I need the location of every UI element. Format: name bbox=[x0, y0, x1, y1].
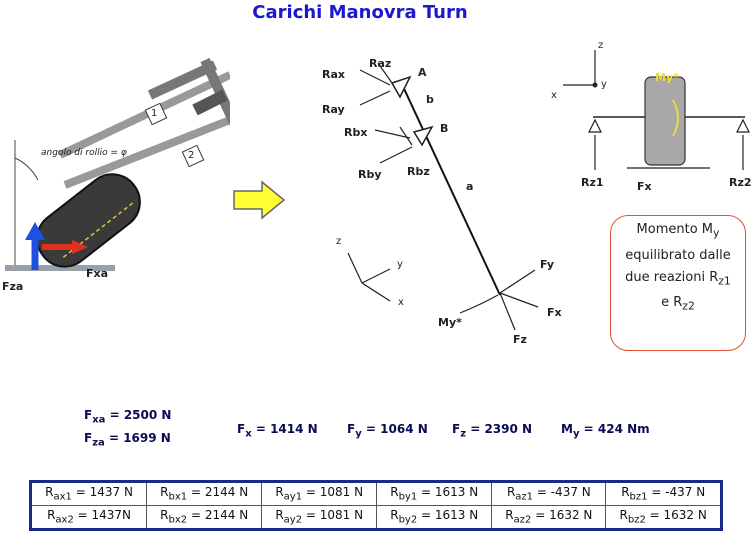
table-cell: Rbx1 = 2144 N bbox=[146, 481, 263, 506]
arm-2-label: 2 bbox=[188, 150, 195, 161]
support-2 bbox=[736, 118, 750, 133]
my-arrow bbox=[459, 294, 499, 314]
table-cell: Ray2 = 1081 N bbox=[261, 505, 378, 530]
fy-arrow bbox=[499, 269, 536, 294]
point-b-label: B bbox=[440, 122, 449, 135]
roll-angle-label: angolo di rollio = φ bbox=[41, 148, 127, 158]
roll-angle-arc bbox=[14, 157, 39, 181]
point-a-label: A bbox=[418, 66, 427, 79]
beam-reaction-diagram bbox=[563, 50, 750, 170]
tyre bbox=[36, 173, 141, 268]
table-cell: Ray1 = 1081 N bbox=[261, 481, 378, 506]
ray-arrow bbox=[359, 90, 391, 106]
fza-label: Fza bbox=[2, 280, 24, 293]
fxa-label: Fxa bbox=[86, 267, 109, 280]
raz-arrow bbox=[377, 62, 393, 84]
rby-arrow bbox=[379, 146, 413, 164]
moment-line-4: e Rz2 bbox=[661, 295, 695, 313]
upright-member bbox=[399, 79, 501, 296]
mid-x-axis-label: x bbox=[398, 297, 404, 308]
moment-explanation-box: Momento My equilibrato dalle due reazion… bbox=[610, 215, 746, 351]
table-cell: Raz2 = 1632 N bbox=[491, 505, 607, 530]
right-fx-label: Fx bbox=[637, 180, 652, 193]
my-label: My* bbox=[438, 316, 462, 329]
reactions-table: Rax1 = 1437 N Rbx1 = 2144 N Ray1 = 1081 … bbox=[29, 480, 723, 531]
joint-a-symbol bbox=[390, 75, 412, 99]
arm-1-label: 1 bbox=[151, 108, 158, 119]
table-cell: Rbz2 = 1632 N bbox=[605, 505, 722, 530]
rbx-label: Rbx bbox=[344, 126, 368, 139]
table-row: Rax1 = 1437 N Rbx1 = 2144 N Ray1 = 1081 … bbox=[29, 481, 722, 506]
right-my-label: My* bbox=[655, 71, 679, 84]
table-cell: Rax1 = 1437 N bbox=[29, 481, 148, 506]
result-fxa: Fxa = 2500 N bbox=[84, 408, 172, 426]
rbz-arrow bbox=[399, 126, 413, 146]
page-title: Carichi Manovra Turn bbox=[252, 2, 468, 23]
right-y-axis-label: y bbox=[601, 79, 607, 90]
mid-y-axis-label: y bbox=[397, 259, 403, 270]
arm-1-box bbox=[144, 102, 168, 126]
right-x-axis-label: x bbox=[551, 90, 557, 101]
fx-label: Fx bbox=[547, 306, 562, 319]
table-row: Rax2 = 1437N Rbx2 = 2144 N Ray2 = 1081 N… bbox=[29, 505, 722, 530]
result-fz: Fz = 2390 N bbox=[452, 422, 533, 440]
upright-block bbox=[644, 76, 686, 166]
joint-b-symbol bbox=[412, 125, 434, 147]
rbx-arrow bbox=[374, 129, 411, 139]
fz-label: Fz bbox=[513, 333, 527, 346]
table-cell: Rby2 = 1613 N bbox=[376, 505, 493, 530]
rz2-label: Rz2 bbox=[729, 176, 752, 189]
segment-a-label: a bbox=[466, 180, 474, 193]
ground-plane bbox=[5, 265, 115, 271]
rbz-label: Rbz bbox=[407, 165, 430, 178]
fxa-arrow-head bbox=[72, 240, 88, 254]
lower-arm bbox=[63, 116, 230, 189]
moment-line-1: Momento My bbox=[636, 222, 720, 240]
rz1-label: Rz1 bbox=[581, 176, 604, 189]
fza-arrow-head bbox=[25, 222, 45, 240]
rby-label: Rby bbox=[358, 168, 382, 181]
result-my: My = 424 Nm bbox=[561, 422, 650, 440]
right-z-axis-label: z bbox=[598, 40, 604, 51]
table-cell: Rbx2 = 2144 N bbox=[146, 505, 263, 530]
mid-z-axis-label: z bbox=[336, 236, 342, 247]
table-cell: Rby1 = 1613 N bbox=[376, 481, 493, 506]
upright-top bbox=[147, 60, 218, 100]
yellow-arrow bbox=[233, 180, 286, 220]
fx-arrow bbox=[499, 292, 539, 308]
rax-label: Rax bbox=[322, 68, 345, 81]
segment-b-label: b bbox=[426, 93, 434, 106]
moment-line-3: due reazioni Rz1 bbox=[625, 269, 731, 288]
result-fza: Fza = 1699 N bbox=[84, 431, 171, 449]
ray-label: Ray bbox=[322, 103, 345, 116]
support-1 bbox=[588, 118, 602, 133]
fz-arrow bbox=[499, 292, 516, 331]
upright-middle bbox=[192, 89, 228, 116]
arm-2-box bbox=[181, 144, 205, 168]
result-fy: Fy = 1064 N bbox=[347, 422, 428, 440]
rax-arrow bbox=[359, 69, 391, 86]
moment-line-2: equilibrato dalle bbox=[625, 247, 731, 263]
fy-label: Fy bbox=[540, 258, 555, 271]
raz-label: Raz bbox=[369, 57, 392, 70]
upper-arm bbox=[58, 71, 230, 159]
suspension-figure bbox=[5, 57, 230, 271]
upright-free-body-diagram bbox=[347, 62, 539, 331]
table-cell: Rbz1 = -437 N bbox=[605, 481, 722, 506]
result-fx: Fx = 1414 N bbox=[237, 422, 318, 440]
mid-z-axis bbox=[347, 252, 363, 284]
table-cell: Raz1 = -437 N bbox=[491, 481, 607, 506]
table-cell: Rax2 = 1437N bbox=[29, 505, 148, 530]
my-moment-arrow bbox=[672, 99, 679, 137]
mid-y-axis bbox=[361, 268, 391, 284]
right-y-axis-dot bbox=[592, 82, 598, 88]
mid-x-axis bbox=[361, 282, 391, 302]
